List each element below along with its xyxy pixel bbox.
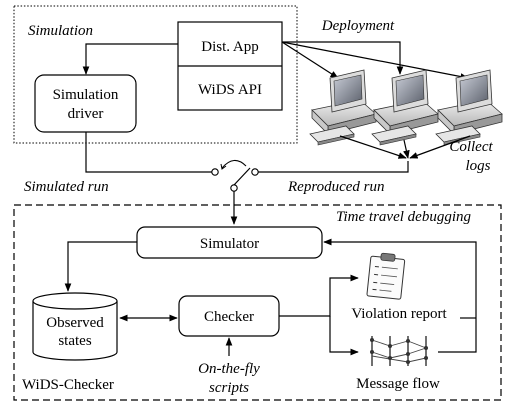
observed-states-label-2: states <box>58 333 91 349</box>
simulator-label: Simulator <box>200 236 259 252</box>
simulation-driver-box <box>34 74 137 133</box>
message-flow-label: Message flow <box>356 376 440 392</box>
collect-logs-label-2: logs <box>465 158 490 174</box>
violation-report-label: Violation report <box>351 306 447 322</box>
computer-icon <box>435 69 503 146</box>
on-the-fly-label-2: scripts <box>209 380 249 396</box>
on-the-fly-label-1: On-the-fly <box>198 361 260 377</box>
collect-logs-label-1: Collect <box>449 139 493 155</box>
simulation-driver-label-1: Simulation <box>53 87 119 103</box>
simulation-driver-label-2: driver <box>68 106 104 122</box>
reproduced-run-label: Reproduced run <box>287 179 385 195</box>
observed-states-label-1: Observed <box>46 315 104 331</box>
time-travel-title: Time travel debugging <box>336 209 471 225</box>
checker-label: Checker <box>204 309 254 325</box>
dist-app-label: Dist. App <box>201 39 259 55</box>
wids-checker-region <box>13 204 502 401</box>
deployment-title: Deployment <box>321 18 395 34</box>
clipboard-icon <box>366 252 406 300</box>
message-graph-icon <box>370 336 428 366</box>
simulation-title: Simulation <box>28 23 93 39</box>
observed-states-db <box>32 292 118 361</box>
wids-api-label: WiDS API <box>198 82 262 98</box>
simulation-region <box>13 5 298 144</box>
simulated-run-label: Simulated run <box>24 179 109 195</box>
computer-icon <box>371 69 439 146</box>
computer-icon <box>309 69 377 146</box>
wids-checker-title: WiDS-Checker <box>22 377 114 393</box>
switch-icon <box>211 159 259 192</box>
